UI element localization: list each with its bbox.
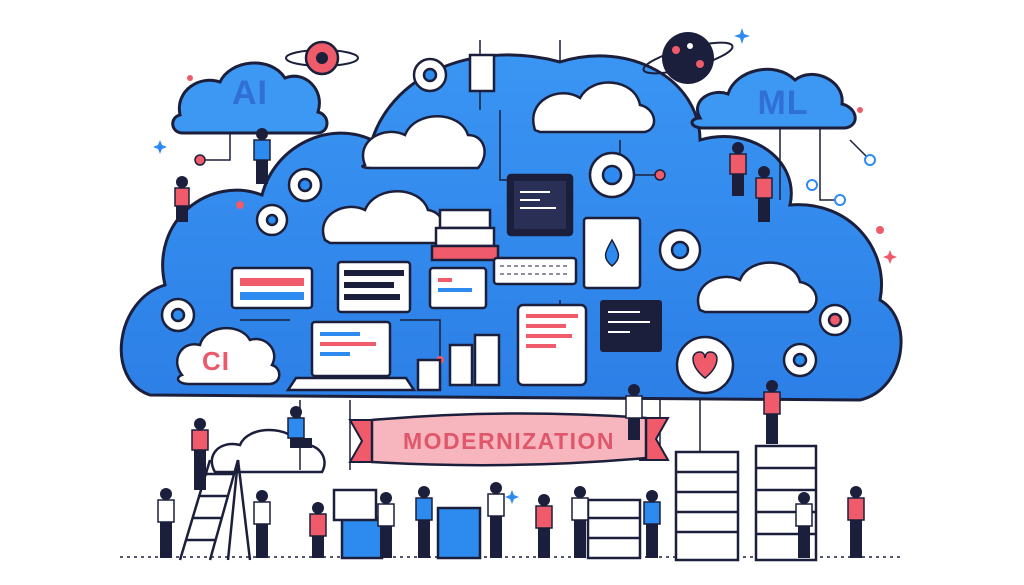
sparkles [153, 28, 897, 504]
person [287, 406, 312, 448]
modernization-label: MODERNIZATION [402, 428, 615, 454]
ci-cloud [175, 326, 281, 386]
person [795, 492, 813, 558]
ai-label: AI [232, 74, 268, 112]
person [755, 166, 773, 222]
server-rack-icon [332, 444, 818, 562]
person [729, 142, 747, 196]
ml-cloud [690, 67, 857, 130]
person [191, 418, 209, 490]
person [535, 494, 553, 558]
person [377, 492, 395, 558]
monitor-icon [230, 173, 662, 352]
eye-icon [285, 40, 359, 76]
modernization-banner [348, 412, 670, 467]
people [157, 128, 865, 558]
person [847, 486, 865, 558]
person [253, 490, 271, 558]
person [174, 176, 190, 222]
ladder-icon [178, 459, 252, 561]
person [571, 486, 589, 558]
keyboard-icon [492, 256, 578, 286]
person [309, 502, 327, 558]
ml-label: ML [757, 84, 809, 122]
water-drop-icon [582, 216, 642, 290]
person [415, 486, 433, 558]
heart-icon [675, 335, 735, 395]
person [253, 128, 271, 184]
ci-label: CI [202, 346, 230, 376]
server-rack-icon [416, 53, 501, 392]
inner-clouds [210, 81, 818, 474]
gear-icon [160, 57, 852, 378]
person [157, 488, 175, 558]
person [625, 384, 643, 440]
tablet-icon [516, 303, 588, 387]
ai-cloud [171, 61, 329, 135]
network-orbit-icon [642, 32, 734, 84]
person [763, 380, 781, 444]
person [643, 490, 661, 558]
laptop-icon [285, 320, 417, 392]
person [487, 482, 505, 558]
